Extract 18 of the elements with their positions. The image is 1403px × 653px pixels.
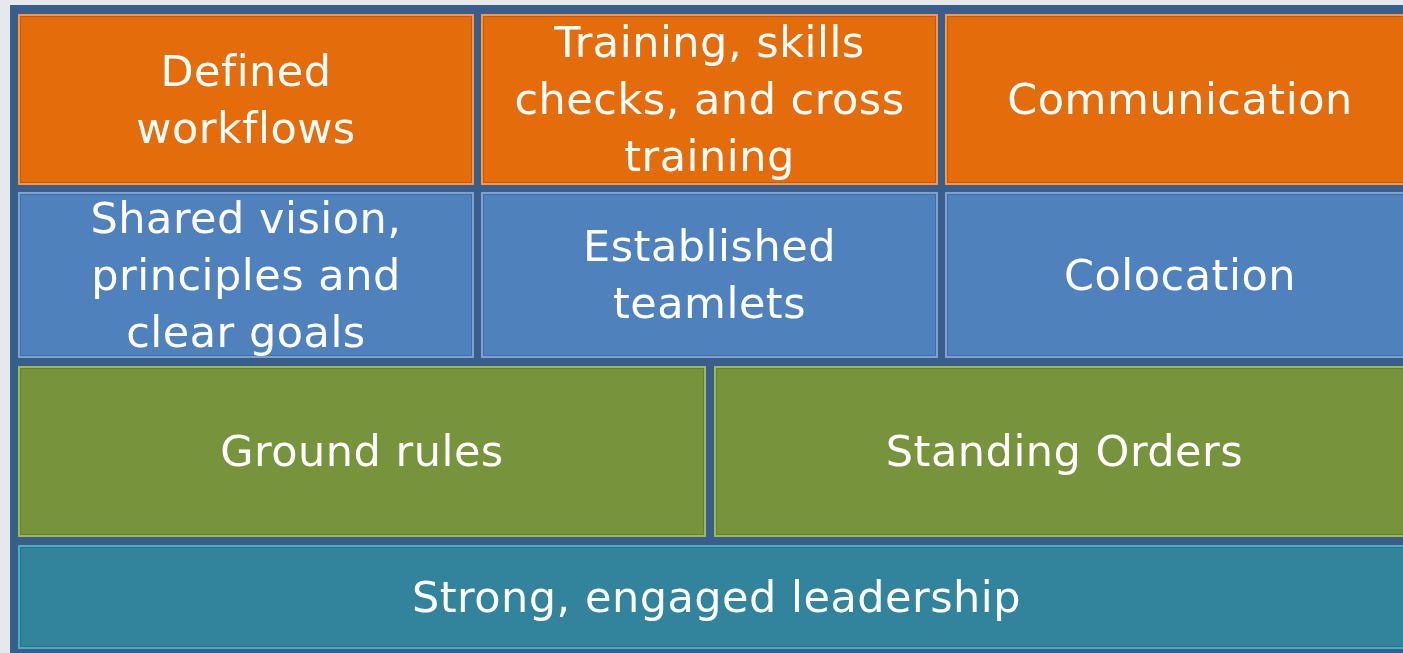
layer-block — [18, 192, 474, 358]
layer-block — [945, 14, 1403, 185]
layer-block — [481, 192, 938, 358]
layer-block — [481, 14, 938, 185]
block-label: Shared vision, principles and clear goals — [89, 191, 403, 359]
layer-block — [945, 192, 1403, 358]
block-label: Training, skills checks, and cross training — [513, 16, 906, 183]
block-label: Standing Orders — [884, 425, 1245, 478]
block-label: Communication — [1006, 73, 1354, 126]
block-label: Colocation — [1063, 248, 1297, 302]
layer-block — [18, 14, 474, 185]
layer-block — [714, 366, 1403, 537]
block-label: Defined workflows — [135, 44, 357, 155]
block-label: Strong, engaged leadership — [410, 570, 1023, 624]
block-label: Established teamlets — [582, 220, 837, 330]
layer-block — [18, 366, 706, 537]
block-label: Ground rules — [219, 425, 505, 478]
layer-block — [18, 545, 1403, 649]
